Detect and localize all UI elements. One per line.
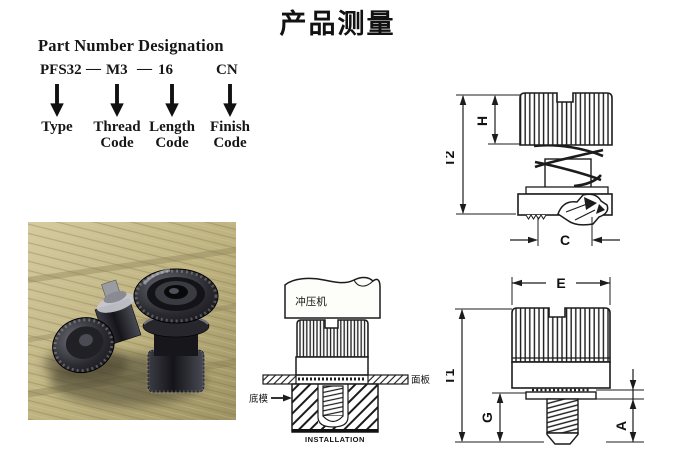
screw-collar — [511, 361, 611, 389]
threaded-stud — [322, 385, 344, 423]
panel-label: 面板 — [411, 374, 431, 386]
part-code-thread: M3 — [106, 62, 128, 78]
installation-caption: INSTALLATION — [305, 435, 365, 444]
svg-text:T1: T1 — [446, 368, 457, 385]
serration-detail — [557, 193, 609, 226]
svg-text:C: C — [560, 232, 570, 248]
dimension-a: A — [596, 369, 644, 443]
svg-text:G: G — [479, 412, 495, 423]
screw-head — [296, 319, 369, 358]
code-separator: — — [137, 61, 152, 77]
page-title: 产品测量 — [279, 9, 396, 39]
installation-diagram: 冲压机 面板 底模 — [249, 276, 431, 444]
panel-plate — [262, 374, 409, 385]
threaded-screw — [546, 398, 579, 445]
right-arrow-icon — [271, 394, 292, 402]
screw-collar — [295, 356, 369, 376]
part-code-length: 16 — [158, 62, 173, 78]
screw-head — [519, 92, 613, 146]
down-arrow-icon — [110, 84, 124, 117]
dimension-h: H — [474, 95, 520, 145]
down-arrow-icon — [165, 84, 179, 117]
dimension-t1: T1 — [446, 308, 544, 443]
part-code-type: PFS32 — [40, 62, 82, 78]
svg-text:H: H — [474, 116, 490, 126]
free-state-dimension-drawing: T2 H C — [446, 92, 620, 248]
down-arrow-icon — [50, 84, 64, 117]
part-label-length-code: Length Code — [149, 119, 195, 152]
dimension-t2: T2 — [446, 94, 520, 215]
svg-text:T2: T2 — [446, 150, 457, 167]
punch-press: 冲压机 — [284, 276, 381, 319]
dimension-e: E — [511, 275, 611, 305]
installed-state-dimension-drawing: E T1 G — [446, 275, 644, 445]
svg-text:E: E — [556, 275, 565, 291]
down-arrow-icon — [223, 84, 237, 117]
dimension-g: G — [479, 392, 526, 442]
part-label-finish-code: Finish Code — [209, 119, 251, 152]
product-photo — [28, 222, 236, 420]
part-code-finish: CN — [216, 62, 238, 78]
part-number-heading: Part Number Designation — [38, 36, 224, 55]
svg-text:A: A — [613, 421, 629, 431]
die-label: 底模 — [249, 393, 269, 405]
part-label-type: Type — [41, 119, 73, 135]
captive-screw-standing — [133, 268, 219, 394]
screw-head — [511, 307, 611, 363]
punch-label: 冲压机 — [295, 295, 327, 308]
dimension-c: C — [510, 217, 620, 248]
code-separator: — — [86, 61, 101, 77]
captive-screw-lying — [52, 279, 142, 374]
serrated-washer — [525, 388, 597, 400]
part-label-thread-code: Thread Code — [93, 119, 141, 152]
